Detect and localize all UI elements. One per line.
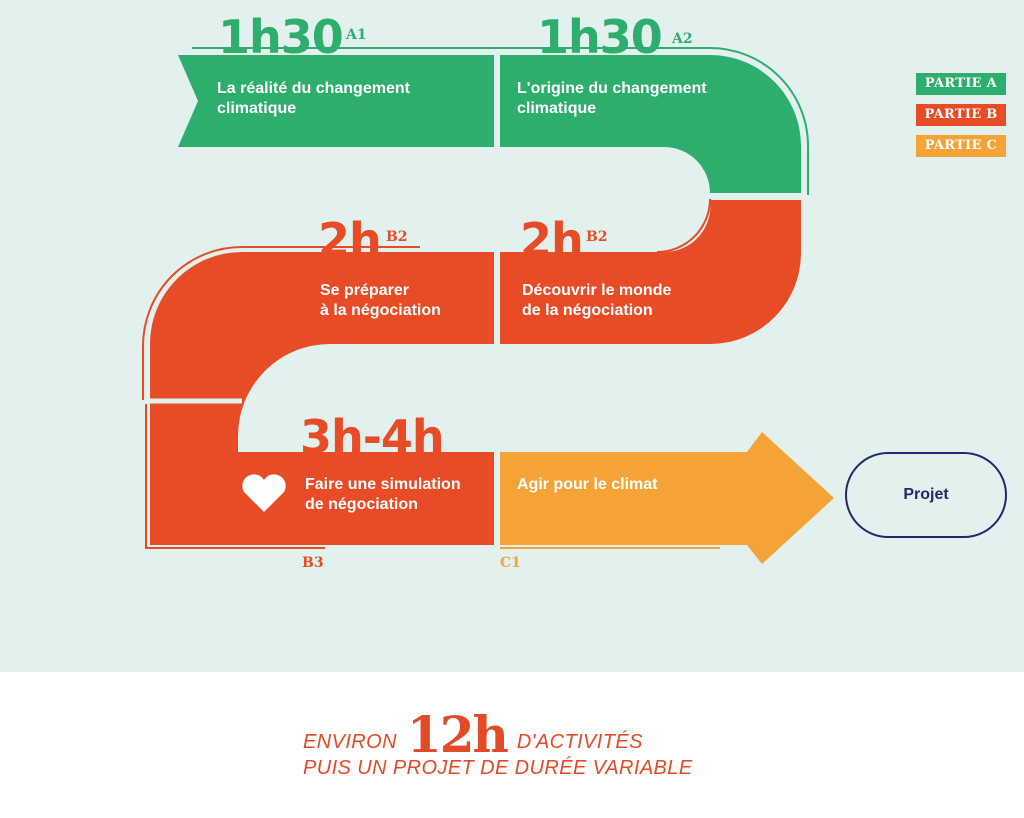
caption-prefix: ENVIRON — [303, 731, 397, 753]
caption-line2: PUIS UN PROJET DE DURÉE VARIABLE — [303, 757, 693, 779]
caption-total: 12h — [406, 705, 509, 764]
segment-partie-b — [150, 200, 801, 545]
segment-partie-a — [178, 55, 801, 193]
total-duration-caption: ENVIRON 12h D'ACTIVITÉS PUIS UN PROJET D… — [303, 710, 693, 781]
label-a2-line2: climatique — [517, 100, 597, 117]
code-b2-right: B2 — [586, 229, 608, 245]
label-b3-line1: Faire une simulation — [305, 476, 461, 493]
duration-b2-right: 2h — [520, 213, 584, 267]
segment-partie-c — [500, 432, 834, 564]
heart-icon — [242, 474, 286, 512]
duration-a1: 1h30 — [218, 10, 344, 64]
code-a1: A1 — [346, 27, 367, 43]
activity-path — [142, 47, 834, 564]
projet-node: Projet — [845, 452, 1007, 538]
projet-label: Projet — [903, 486, 949, 503]
code-a2: A2 — [672, 31, 693, 47]
code-b2-left: B2 — [386, 229, 408, 245]
label-b3-line2: de négociation — [305, 496, 418, 513]
label-c1: Agir pour le climat — [517, 476, 658, 493]
legend-partie-a: PARTIE A — [916, 73, 1006, 95]
label-b2-right-line1: Découvrir le monde — [522, 282, 672, 299]
label-a1-line1: La réalité du changement — [217, 80, 410, 97]
label-a1-line2: climatique — [217, 100, 297, 117]
label-a2-line1: L'origine du changement — [517, 80, 707, 97]
code-c1: C1 — [500, 555, 521, 571]
caption-line1: ENVIRON 12h D'ACTIVITÉS — [303, 710, 693, 760]
legend-partie-b: PARTIE B — [916, 104, 1006, 126]
duration-a2: 1h30 — [537, 10, 663, 64]
label-b2-left-line1: Se préparer — [320, 282, 409, 299]
caption-suffix: D'ACTIVITÉS — [516, 731, 643, 753]
label-b2-left-line2: à la négociation — [320, 302, 441, 319]
code-b3: B3 — [302, 555, 324, 571]
label-b2-right-line2: de la négociation — [522, 302, 653, 319]
legend-partie-c: PARTIE C — [916, 135, 1006, 157]
duration-b3: 3h-4h — [300, 410, 445, 464]
duration-b2-left: 2h — [318, 213, 382, 267]
